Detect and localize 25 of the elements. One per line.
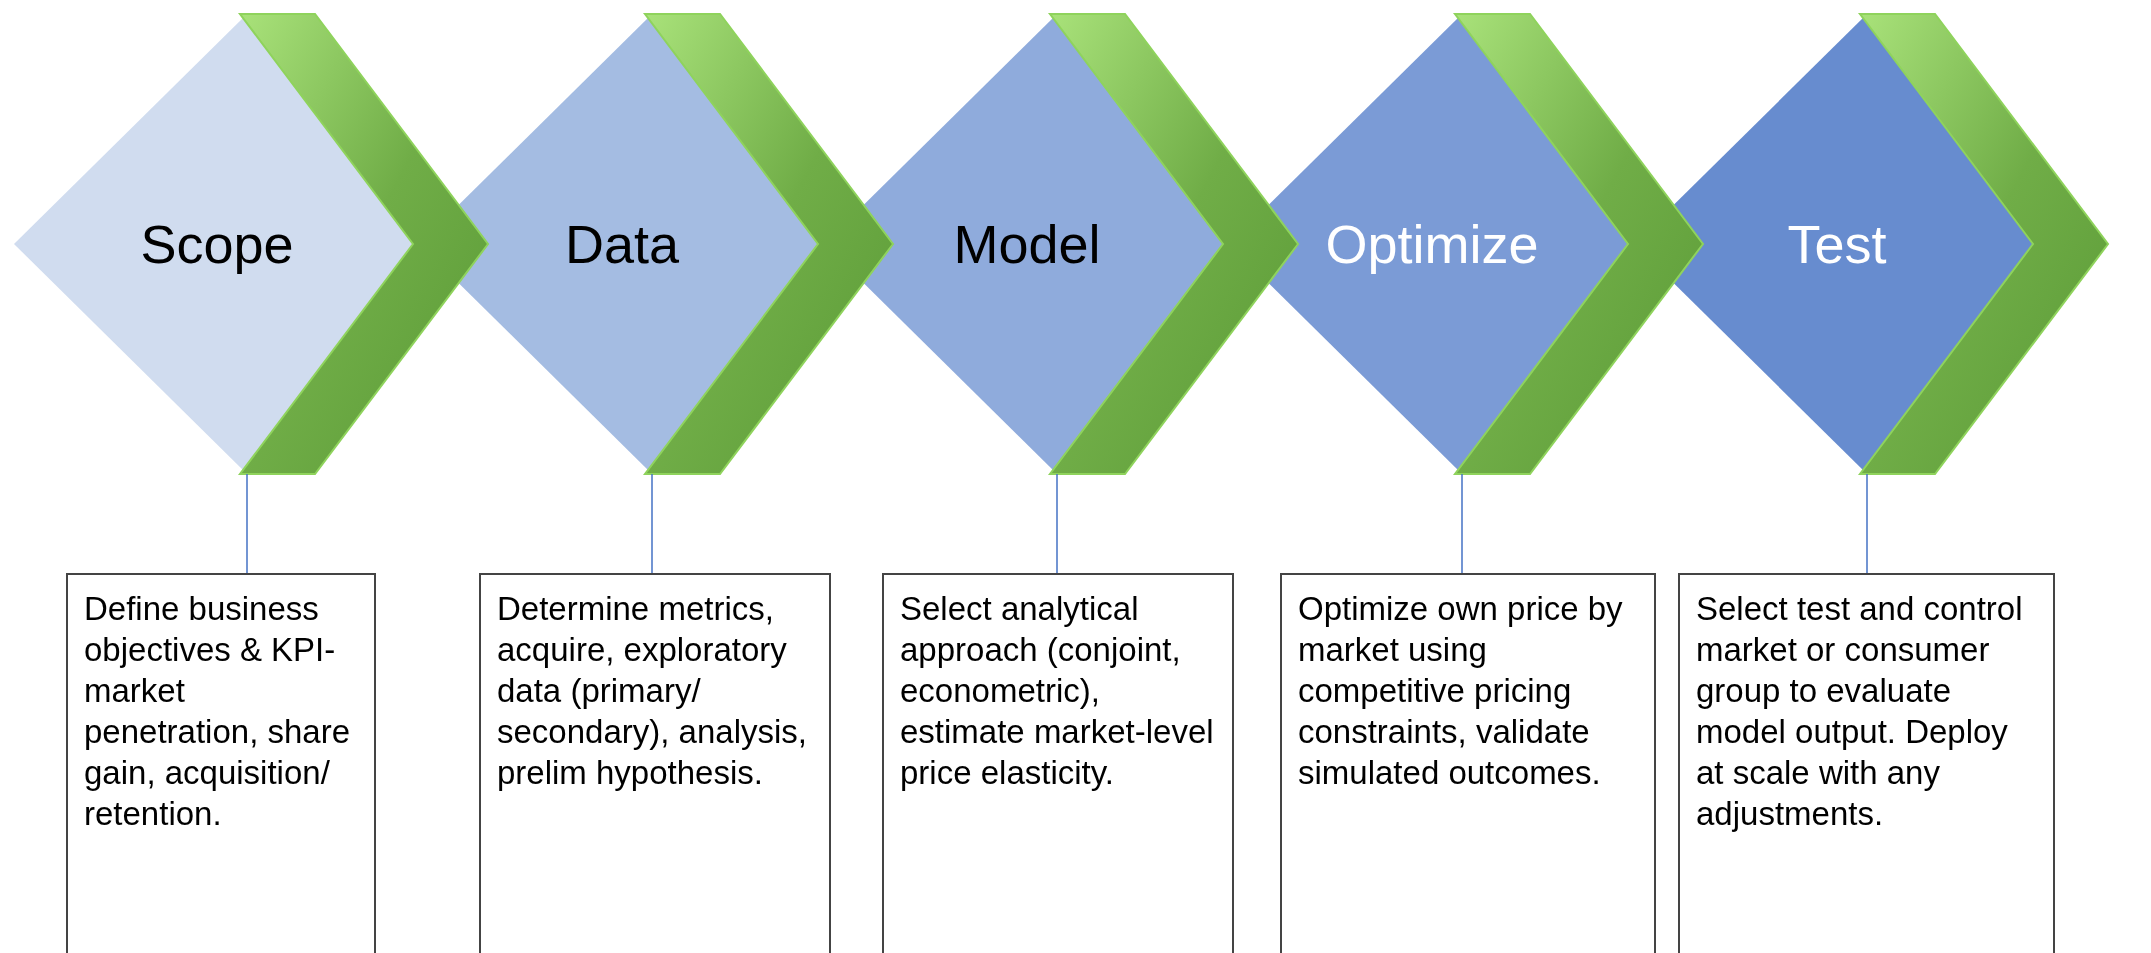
step-title: Test bbox=[1787, 213, 1887, 275]
leader-line bbox=[1866, 473, 1868, 574]
step-description: Select test and control market or consumer group to evaluate model output. Deploy at scale with any adjustments. bbox=[1696, 589, 2024, 834]
leader-line bbox=[651, 473, 653, 574]
leader-line bbox=[1461, 473, 1463, 574]
description-box bbox=[1678, 573, 2055, 953]
description-box bbox=[479, 573, 831, 953]
step-title: Model bbox=[953, 213, 1101, 275]
chevron-arrow bbox=[1453, 13, 1705, 475]
step-description: Determine metrics, acquire, exploratory data (primary/ secondary), analysis, prelim hypothesis. bbox=[497, 589, 808, 793]
leader-line bbox=[1056, 473, 1058, 574]
chevron-arrow bbox=[643, 13, 895, 475]
step-description: Select analytical approach (conjoint, econometric), estimate market-level price elasticity. bbox=[900, 589, 1215, 793]
description-box bbox=[882, 573, 1234, 953]
chevron-arrow bbox=[1048, 13, 1300, 475]
step-description: Define business objectives & KPI-market penetration, share gain, acquisition/ retention. bbox=[84, 589, 351, 834]
chevron-arrow bbox=[238, 13, 490, 475]
leader-line bbox=[246, 473, 248, 574]
description-box bbox=[66, 573, 376, 953]
description-box bbox=[1280, 573, 1656, 953]
step-description: Optimize own price by market using competitive pricing constraints, validate simulated outcomes. bbox=[1298, 589, 1624, 793]
chevron-arrow bbox=[1858, 13, 2110, 475]
step-title: Optimize bbox=[1325, 213, 1539, 275]
step-title: Data bbox=[564, 213, 680, 275]
step-title: Scope bbox=[140, 213, 294, 275]
